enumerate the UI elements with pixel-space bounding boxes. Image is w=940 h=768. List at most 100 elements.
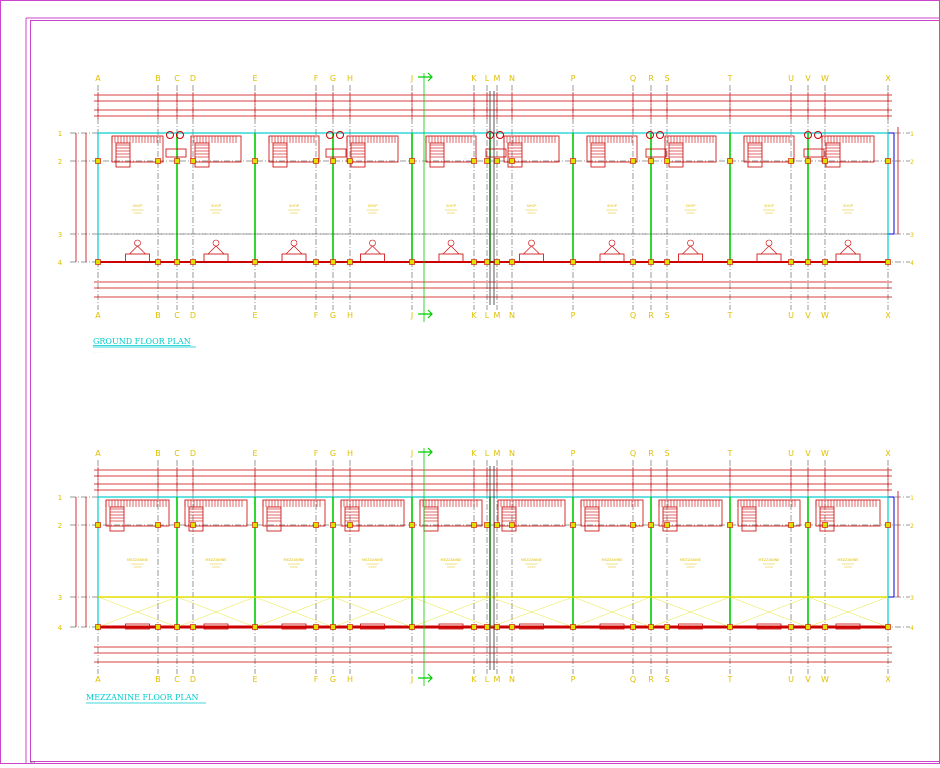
door-swing [442, 245, 452, 255]
structural-column [190, 158, 196, 164]
structural-column [805, 522, 811, 528]
grid-label-bottom-M: M [494, 311, 501, 320]
structural-column [155, 624, 161, 630]
stair-landing [662, 506, 678, 532]
structural-column [190, 259, 196, 265]
front-shutter [438, 623, 464, 630]
grid-label-top-K: K [471, 449, 477, 458]
grid-label-top-F: F [314, 449, 319, 458]
grid-label-bottom-V: V [805, 311, 811, 320]
stair-landing [668, 142, 684, 168]
staircase [503, 135, 560, 168]
grid-label-top-X: X [885, 449, 891, 458]
grid-row-label-right-1: 1 [910, 495, 914, 502]
structural-column [822, 158, 828, 164]
structural-column [95, 259, 101, 265]
room-label: SHOP [289, 204, 299, 208]
toilet-block [165, 148, 187, 158]
grid-label-top-L: L [485, 74, 490, 83]
grid-label-bottom-T: T [727, 675, 733, 684]
staircase-outline [497, 499, 566, 527]
grid-row-label-right-3: 3 [910, 232, 914, 239]
structural-column [484, 624, 490, 630]
room-label: SHOP [527, 204, 537, 208]
toilet-block [645, 148, 667, 158]
stair-landing [423, 506, 439, 532]
grid-label-bottom-U: U [788, 675, 794, 684]
front-shutter [519, 623, 544, 630]
door-swing [372, 245, 381, 255]
front-shutter [125, 623, 150, 630]
door-swing [682, 245, 691, 255]
grid-row-label-right-4: 4 [910, 260, 914, 267]
void-cross [97, 596, 178, 628]
front-shutter [599, 253, 625, 263]
structural-column [313, 522, 319, 528]
structural-column [347, 624, 353, 630]
structural-column [648, 259, 654, 265]
structural-column [509, 522, 515, 528]
structural-column [347, 259, 353, 265]
staircase [184, 499, 248, 532]
stair-landing [194, 142, 210, 168]
staircase [268, 135, 320, 168]
structural-column [313, 259, 319, 265]
structural-column [347, 522, 353, 528]
grid-label-top-G: G [330, 449, 336, 458]
grid-label-top-B: B [155, 74, 161, 83]
wash-basin [656, 131, 664, 139]
stair-landing [115, 142, 131, 168]
structural-column [313, 624, 319, 630]
structural-column [471, 522, 477, 528]
ground-floor-plan-title: GROUND FLOOR PLAN [93, 337, 191, 346]
grid-label-bottom-J: J [410, 311, 413, 320]
grid-label-top-W: W [821, 74, 829, 83]
door-swing [137, 245, 146, 255]
void-cross [176, 596, 256, 628]
structural-column [805, 624, 811, 630]
grid-row-label-1: 1 [58, 494, 62, 502]
room-label: MEZZANINE [127, 558, 148, 562]
structural-column [471, 259, 477, 265]
staircase [815, 499, 881, 532]
stair-landing [266, 506, 282, 532]
grid-label-bottom-W: W [821, 675, 829, 684]
structural-column [805, 158, 811, 164]
mezz-title-scale-note: · · · · · · [86, 706, 97, 710]
staircase-outline [262, 499, 326, 527]
structural-column [252, 158, 258, 164]
void-cross [572, 596, 652, 628]
grid-label-bottom-N: N [509, 311, 515, 320]
toilet-block [485, 148, 507, 158]
front-shutter [360, 623, 385, 630]
structural-column [570, 624, 576, 630]
ground-floor-plan: AABBCCDDEEFFGGHHJJKKLLMMNNPPQQRRSSTTUUVV… [58, 72, 914, 322]
stair-landing [590, 142, 606, 168]
structural-column [330, 522, 336, 528]
void-cross [650, 596, 731, 628]
structural-column [155, 259, 161, 265]
room-label: MEZZANINE [521, 558, 542, 562]
structural-column [252, 624, 258, 630]
building-outline [97, 496, 889, 628]
stair-landing [429, 142, 445, 168]
grid-label-bottom-P: P [571, 675, 576, 684]
door-swing [523, 245, 532, 255]
grid-label-bottom-N: N [509, 675, 515, 684]
structural-column [174, 522, 180, 528]
wash-basin [326, 131, 334, 139]
grid-row-label-right-2: 2 [910, 523, 914, 530]
staircase [743, 135, 795, 168]
structural-column [630, 522, 636, 528]
grid-label-bottom-B: B [155, 311, 161, 320]
wash-basin [646, 131, 654, 139]
stair-landing [344, 506, 360, 532]
door-swing [531, 245, 540, 255]
toilet-block [325, 148, 347, 158]
grid-label-top-Q: Q [630, 449, 636, 458]
room-label: SHOP [764, 204, 774, 208]
grid-label-top-V: V [805, 449, 811, 458]
